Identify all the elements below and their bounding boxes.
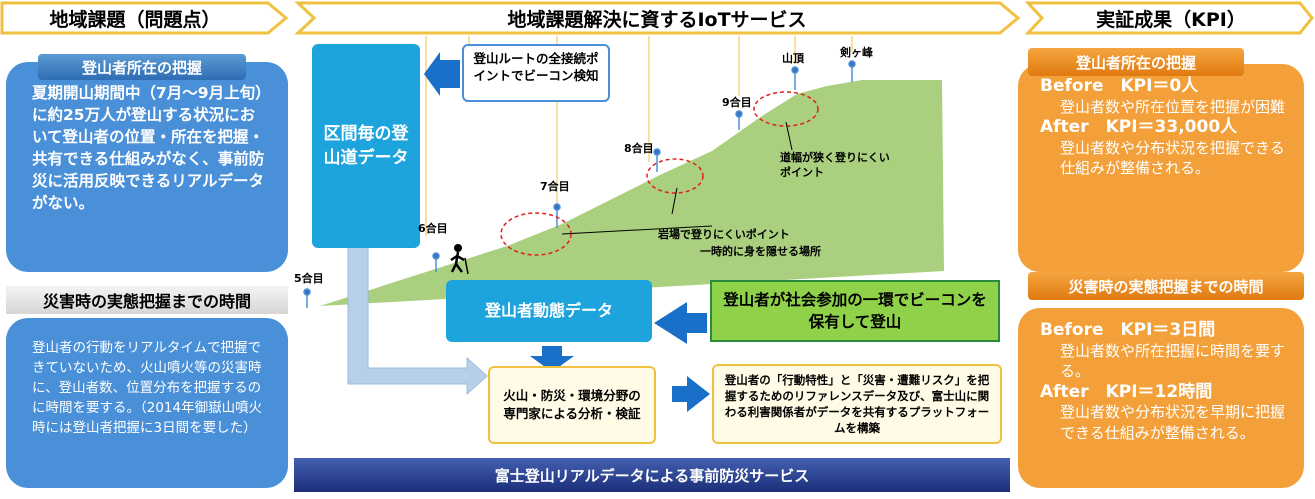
leader-lines [561, 121, 793, 235]
beacon-note-box: 登山ルートの全接続ポイントでビーコン検知 [462, 44, 610, 102]
kpi1-before-desc: 登山者数や所在位置を把握が困難 [1060, 97, 1286, 116]
expert-analysis-box: 火山・防災・環境分野の専門家による分析・検証 [488, 366, 656, 444]
kpi2-before: Before KPI＝3日間 [1040, 320, 1216, 340]
annot-narrow-path: 道幅が狭く登りにくいポイント [780, 151, 890, 179]
motion-data-box: 登山者動態データ [446, 280, 652, 342]
route-data-box: 区間毎の登山道データ [312, 44, 420, 248]
station-6: 6合目 [418, 222, 448, 235]
center-header: 地域課題解決に資するIoTサービス [507, 8, 807, 31]
station-summit: 山頂 [782, 52, 804, 65]
platform-box: 登山者の「行動特性」と「災害・遭難リスク」を把握するためのリファレンスデータ及び… [712, 364, 1002, 444]
left-header: 地域課題（問題点） [49, 8, 221, 31]
beacon-arrow [424, 52, 460, 96]
left-problem-1-text: 夏期開山期間中（7月～9月上旬）に約25万人が登山する状況において登山者の位置・… [32, 84, 265, 212]
right-header: 実証成果（KPI） [1096, 8, 1246, 31]
right-kpi-2-box: Before KPI＝3日間 登山者数や所在把握に時間を要する。 After K… [1018, 308, 1304, 488]
station-8: 8合目 [624, 142, 654, 155]
station-kengamine: 剣ヶ峰 [840, 46, 873, 59]
annot-shelter: 一時的に身を隠せる場所 [700, 245, 821, 258]
left-problem-2-text: 登山者の行動をリアルタイムで把握できていないため、火山噴火等の災害時に、登山者数… [32, 340, 263, 436]
expert-to-platform-arrow [672, 376, 710, 412]
bottom-service-bar: 富士登山リアルデータによる事前防災サービス [294, 458, 1010, 492]
kpi2-after: After KPI＝12時間 [1040, 381, 1213, 402]
right-kpi-2-label: 災害時の実態把握までの時間 [1028, 272, 1304, 300]
kpi1-before: Before KPI＝0人 [1040, 76, 1199, 96]
beacon-participation-box: 登山者が社会参加の一環でビーコンを保有して登山 [710, 280, 1000, 342]
motion-down-arrow [530, 346, 574, 372]
right-kpi-1-label: 登山者所在の把握 [1028, 48, 1244, 76]
left-problem-1-box: 夏期開山期間中（7月～9月上旬）に約25万人が登山する状況において登山者の位置・… [6, 62, 288, 272]
left-problem-2-label: 災害時の実態把握までの時間 [6, 286, 288, 314]
station-pins [303, 60, 856, 308]
left-problem-1-label: 登山者所在の把握 [38, 54, 246, 80]
right-kpi-1-box: Before KPI＝0人 登山者数や所在位置を把握が困難 After KPI＝… [1018, 64, 1304, 272]
station-9: 9合目 [722, 96, 752, 109]
station-7: 7合目 [540, 180, 570, 193]
hiker-icon [450, 244, 469, 275]
mountain-shape [320, 80, 944, 306]
kpi2-before-desc: 登山者数や所在把握に時間を要する。 [1060, 341, 1286, 381]
kpi1-after-desc: 登山者数や分布状況を把握できる仕組みが整備される。 [1060, 138, 1285, 178]
kpi2-after-desc: 登山者数や分布状況を早期に把握できる仕組みが整備される。 [1060, 403, 1286, 442]
green-to-motion-arrow [654, 302, 707, 344]
annot-rocky: 岩場で登りにくいポイント [658, 228, 790, 241]
station-5: 5合目 [294, 272, 324, 285]
left-problem-2-box: 登山者の行動をリアルタイムで把握できていないため、火山噴火等の災害時に、登山者数… [6, 318, 288, 488]
kpi1-after: After KPI＝33,000人 [1040, 117, 1238, 137]
header-chevrons [0, 1, 1314, 35]
